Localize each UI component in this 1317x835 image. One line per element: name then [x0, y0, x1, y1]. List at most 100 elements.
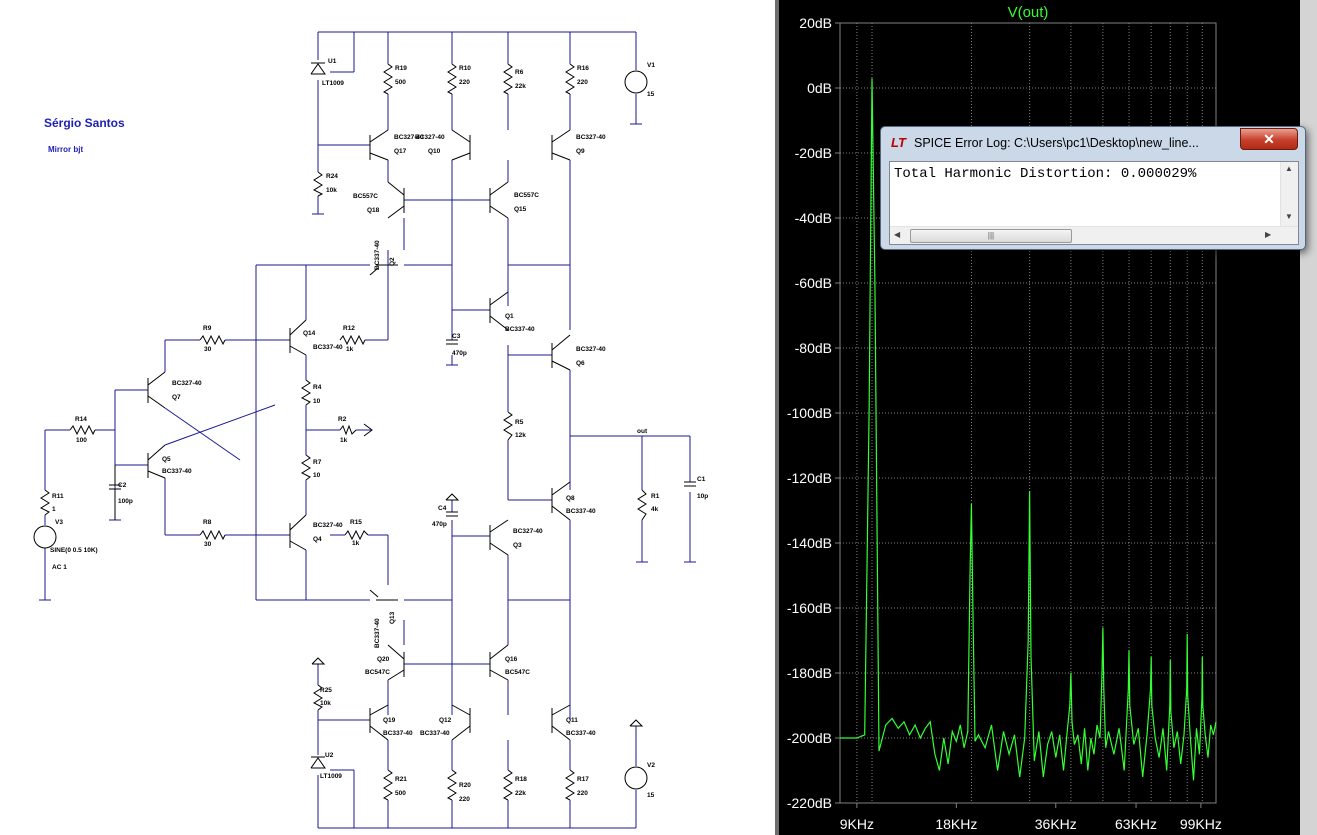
- label-q14-part: BC337-40: [313, 344, 343, 351]
- label-r5: R5: [515, 419, 524, 426]
- close-button[interactable]: ✕: [1240, 128, 1298, 150]
- y-tick-label: -80dB: [795, 340, 832, 356]
- y-tick-label: -100dB: [787, 405, 832, 421]
- scroll-right-icon[interactable]: ▶: [1265, 230, 1272, 239]
- x-tick-label: 18KHz: [935, 816, 977, 832]
- label-q18-part: BC557C: [353, 193, 378, 200]
- label-r20: R20: [459, 782, 471, 789]
- label-q13-part: BC337-40: [374, 618, 381, 648]
- label-q5-part: BC337-40: [162, 468, 192, 475]
- label-r20-value: 220: [459, 796, 470, 803]
- label-v3-ac: AC 1: [52, 564, 67, 571]
- label-q11: Q11: [566, 717, 578, 724]
- label-u1: U1: [328, 58, 337, 65]
- horizontal-scroll-thumb[interactable]: |||: [910, 229, 1072, 243]
- y-tick-label: 0dB: [807, 80, 832, 96]
- schematic-editor[interactable]: Sérgio Santos Mirror bjt U1 LT1009 R19 5…: [0, 0, 775, 835]
- label-v2: V2: [647, 762, 655, 769]
- label-v1: V1: [647, 62, 655, 69]
- label-r17-value: 220: [577, 790, 588, 797]
- label-q5: Q5: [162, 456, 171, 463]
- label-r12-value: 1k: [346, 346, 354, 353]
- label-r12: R12: [343, 325, 355, 332]
- label-c4-value: 470p: [432, 521, 447, 528]
- label-r5-value: 12k: [515, 432, 526, 439]
- y-tick-label: -220dB: [787, 795, 832, 811]
- label-q20: Q20: [377, 656, 390, 663]
- label-q12: Q12: [439, 717, 452, 724]
- scroll-down-icon[interactable]: ▼: [1285, 212, 1293, 221]
- label-u2-part: LT1009: [320, 773, 342, 780]
- label-r15: R15: [350, 519, 362, 526]
- label-q9: Q9: [576, 148, 585, 155]
- scroll-up-icon[interactable]: ▲: [1285, 164, 1293, 173]
- thd-message: Total Harmonic Distortion: 0.000029%: [894, 166, 1197, 182]
- trace-title[interactable]: V(out): [1008, 4, 1049, 21]
- label-q15: Q15: [514, 206, 527, 213]
- schematic-wires: [33, 31, 696, 829]
- label-q3-part: BC327-40: [513, 528, 543, 535]
- label-q6: Q6: [576, 360, 585, 367]
- label-q17-part: BC327-40: [394, 134, 424, 141]
- label-q7-part: BC327-40: [172, 380, 202, 387]
- label-q6-part: BC327-40: [576, 346, 606, 353]
- label-r19: R19: [395, 65, 407, 72]
- label-r24: R24: [326, 173, 338, 180]
- label-c1-value: 10p: [697, 493, 709, 500]
- y-tick-label: 20dB: [799, 15, 832, 31]
- label-v2-value: 15: [647, 792, 655, 799]
- circuit-title: Mirror bjt: [48, 145, 84, 154]
- label-r17: R17: [577, 776, 589, 783]
- pane-splitter[interactable]: [775, 0, 779, 835]
- x-tick-label: 36KHz: [1035, 816, 1077, 832]
- label-r1: R1: [651, 493, 660, 500]
- x-tick-label: 63KHz: [1115, 816, 1157, 832]
- label-r2: R2: [338, 416, 347, 423]
- vertical-scrollbar[interactable]: ▲ ▼: [1280, 162, 1298, 226]
- label-r6: R6: [515, 69, 524, 76]
- label-q19-part: BC337-40: [383, 730, 413, 737]
- error-log-content[interactable]: Total Harmonic Distortion: 0.000029% ▲ ▼…: [889, 161, 1299, 245]
- y-tick-label: -200dB: [787, 730, 832, 746]
- label-r21: R21: [395, 776, 407, 783]
- label-q15-part: BC557C: [514, 192, 539, 199]
- scroll-left-icon[interactable]: ◀: [894, 230, 901, 239]
- label-c2-value: 100p: [118, 498, 133, 505]
- label-r8-value: 30: [204, 541, 212, 548]
- y-tick-label: -60dB: [795, 275, 832, 291]
- label-q16: Q16: [505, 656, 518, 663]
- label-r25-value: 10k: [320, 700, 331, 707]
- label-r7: R7: [313, 459, 322, 466]
- label-u2: U2: [325, 752, 334, 759]
- label-q20-part: BC547C: [365, 669, 390, 676]
- y-tick-label: -180dB: [787, 665, 832, 681]
- label-r7-value: 10: [313, 472, 321, 479]
- label-r18-value: 22k: [515, 790, 526, 797]
- horizontal-scrollbar[interactable]: ◀ ||| ▶: [890, 226, 1298, 244]
- label-q9-part: BC327-40: [576, 134, 606, 141]
- label-v3-value: SINE(0 0.5 10K): [50, 547, 98, 554]
- label-r15-value: 1k: [352, 540, 360, 547]
- y-tick-label: -40dB: [795, 210, 832, 226]
- label-r16: R16: [577, 65, 589, 72]
- label-q7: Q7: [172, 394, 181, 401]
- label-r14-value: 100: [76, 437, 87, 444]
- label-r11: R11: [52, 493, 64, 500]
- label-r21-value: 500: [395, 790, 406, 797]
- label-net-out: out: [637, 428, 648, 435]
- x-tick-label: 9KHz: [840, 816, 874, 832]
- ltspice-logo-icon: LT: [891, 135, 906, 150]
- label-r18: R18: [515, 776, 527, 783]
- label-r10-value: 220: [459, 79, 470, 86]
- label-v1-value: 15: [647, 91, 655, 98]
- error-log-titlebar[interactable]: LT SPICE Error Log: C:\Users\pc1\Desktop…: [881, 127, 1305, 159]
- spice-error-log-window[interactable]: LT SPICE Error Log: C:\Users\pc1\Desktop…: [880, 126, 1306, 250]
- label-q11-part: BC337-40: [566, 730, 596, 737]
- author-name: Sérgio Santos: [44, 116, 125, 130]
- label-r1-value: 4k: [651, 506, 659, 513]
- trace-vout[interactable]: [840, 78, 1217, 781]
- label-q8-part: BC337-40: [566, 508, 596, 515]
- label-r19-value: 500: [395, 79, 406, 86]
- label-r14: R14: [75, 416, 87, 423]
